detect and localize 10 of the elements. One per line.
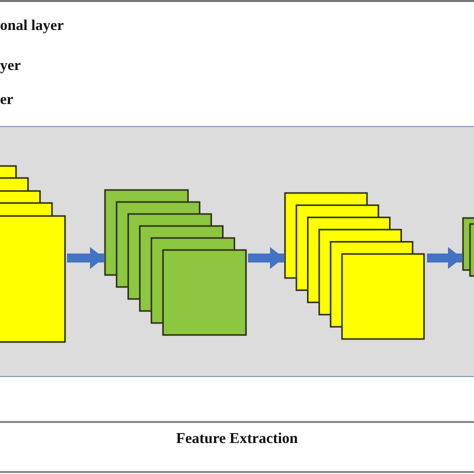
- feature-map-stack: [285, 193, 425, 340]
- feature-map-stack: [0, 166, 65, 342]
- legend-text: onal layer: [0, 18, 64, 35]
- section-heading: Feature Extraction: [175, 431, 299, 448]
- feature-map-stack: [105, 190, 246, 336]
- block-arrow: [427, 247, 462, 269]
- block-arrow: [67, 247, 104, 269]
- legend-text: er: [0, 92, 14, 109]
- block-arrow: [248, 247, 284, 269]
- legend-text: yer: [0, 58, 21, 75]
